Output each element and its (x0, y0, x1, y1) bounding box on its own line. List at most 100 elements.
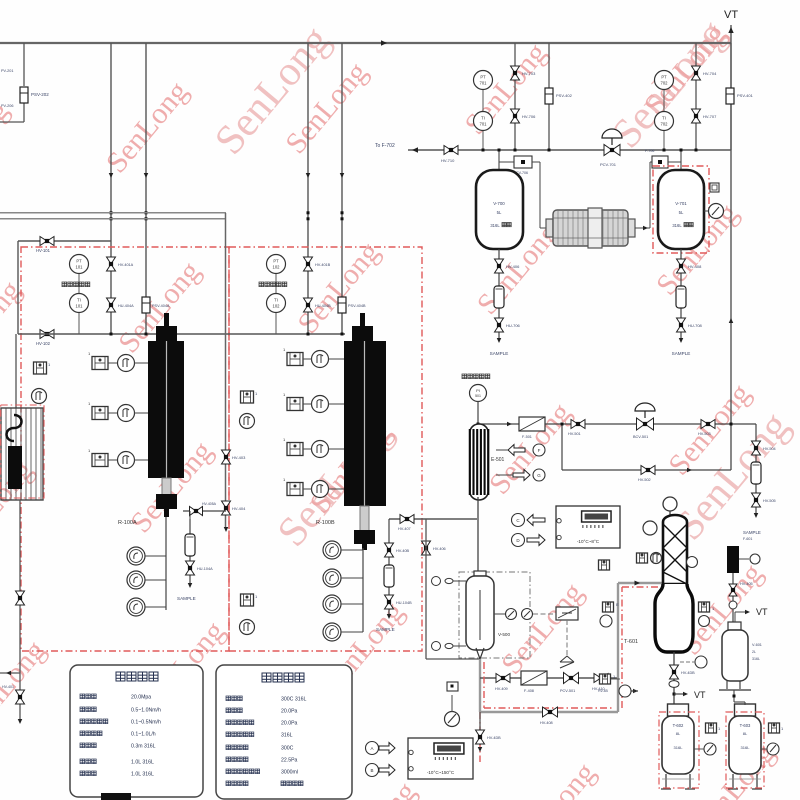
svg-text:F: F (538, 448, 541, 453)
svg-text:E: E (616, 602, 619, 607)
svg-text:3000ml: 3000ml (281, 770, 298, 776)
svg-text:HV-401B: HV-401B (315, 263, 331, 267)
svg-text:PT: PT (76, 259, 82, 264)
svg-text:To F-702: To F-702 (375, 143, 395, 149)
svg-text:102: 102 (273, 304, 281, 309)
svg-text:1: 1 (718, 726, 721, 731)
svg-text:1: 1 (255, 391, 258, 396)
svg-text:316L: 316L (490, 223, 500, 228)
svg-text:5L: 5L (497, 210, 502, 215)
svg-text:R-100B: R-100B (316, 520, 335, 526)
svg-text:V-701: V-701 (675, 201, 687, 206)
svg-text:PSV-202: PSV-202 (31, 92, 49, 97)
svg-text:1: 1 (283, 477, 286, 482)
svg-text:TI: TI (274, 298, 278, 303)
svg-text:1: 1 (283, 347, 286, 352)
svg-text:HV-4DB: HV-4DB (487, 736, 501, 740)
svg-text:F-601: F-601 (743, 537, 752, 541)
svg-text:V-700: V-700 (493, 201, 505, 206)
svg-text:8L: 8L (676, 731, 681, 736)
svg-text:701: 701 (480, 122, 488, 127)
svg-text:1: 1 (88, 448, 91, 453)
svg-text:HV-4B: HV-4B (598, 689, 609, 693)
svg-text:PSV-401: PSV-401 (737, 93, 754, 98)
svg-text:SAMPLE: SAMPLE (177, 596, 196, 601)
svg-text:HV-406: HV-406 (433, 547, 446, 551)
svg-text:PSV-404A: PSV-404A (152, 304, 170, 308)
svg-text:TI: TI (662, 116, 666, 121)
svg-text:HV-406: HV-406 (506, 264, 520, 269)
svg-text:F-706: F-706 (645, 149, 654, 153)
svg-text:101: 101 (76, 265, 84, 270)
svg-text:PT: PT (273, 259, 279, 264)
svg-text:T-601: T-601 (624, 639, 638, 645)
svg-text:316L: 316L (741, 745, 751, 750)
svg-text:HV-405: HV-405 (740, 582, 753, 586)
svg-text:HV-704: HV-704 (703, 71, 717, 76)
svg-text:HU-706: HU-706 (506, 323, 521, 328)
svg-text:HV-40B: HV-40B (396, 549, 410, 553)
svg-text:HV-505: HV-505 (763, 499, 776, 503)
svg-text:HV-710: HV-710 (441, 158, 455, 163)
svg-text:VT: VT (694, 690, 706, 700)
svg-text:G: G (537, 473, 541, 478)
svg-text:HU-104A: HU-104A (197, 567, 213, 571)
svg-text:316L: 316L (672, 223, 682, 228)
svg-text:SAMPLE: SAMPLE (672, 351, 691, 356)
svg-text:HV-706: HV-706 (522, 114, 536, 119)
svg-text:E-501: E-501 (491, 457, 505, 463)
svg-text:T-602: T-602 (673, 723, 684, 728)
svg-text:HV-405A: HV-405A (202, 502, 217, 506)
svg-text:1: 1 (283, 392, 286, 397)
svg-text:-10°C~8°C: -10°C~8°C (577, 539, 600, 544)
svg-text:20.0Mpa: 20.0Mpa (131, 695, 151, 701)
svg-text:1: 1 (88, 401, 91, 406)
svg-text:HV-410: HV-410 (592, 687, 605, 691)
svg-text:HV-403: HV-403 (232, 455, 246, 460)
svg-text:PV-201: PV-201 (1, 69, 13, 73)
svg-text:A: A (370, 746, 373, 751)
svg-text:SAMPLE: SAMPLE (743, 530, 761, 535)
svg-text:HV-408: HV-408 (688, 264, 702, 269)
svg-text:0.1~0.5Nm/h: 0.1~0.5Nm/h (131, 720, 161, 726)
svg-text:HV-408: HV-408 (540, 721, 553, 725)
svg-text:501: 501 (475, 394, 481, 398)
svg-text:PSV-402: PSV-402 (556, 93, 573, 98)
svg-text:HV-404: HV-404 (232, 506, 246, 511)
svg-text:102: 102 (273, 265, 281, 270)
svg-text:1: 1 (255, 594, 258, 599)
svg-text:VT: VT (756, 607, 768, 617)
svg-text:HV-504: HV-504 (763, 447, 776, 451)
svg-text:TI: TI (481, 116, 485, 121)
svg-text:1.0L 316L: 1.0L 316L (131, 772, 154, 778)
svg-text:SAMPLE: SAMPLE (376, 627, 395, 632)
svg-text:0.3m 316L: 0.3m 316L (131, 744, 156, 750)
svg-text:HV-401: HV-401 (2, 685, 14, 689)
svg-text:T-603: T-603 (740, 723, 751, 728)
svg-text:HV-409: HV-409 (495, 687, 508, 691)
svg-text:HV-102: HV-102 (36, 341, 51, 346)
svg-text:1: 1 (48, 362, 51, 367)
svg-text:300C: 300C (281, 746, 294, 752)
svg-text:V-601: V-601 (752, 643, 762, 647)
svg-text:HV-501: HV-501 (568, 432, 581, 436)
svg-text:1: 1 (781, 726, 784, 731)
svg-text:CV-706: CV-706 (516, 171, 528, 175)
svg-text:5L: 5L (679, 210, 684, 215)
svg-text:F-408: F-408 (524, 689, 534, 693)
svg-text:1: 1 (283, 437, 286, 442)
svg-text:PT: PT (480, 75, 486, 80)
svg-text:1.0L 316L: 1.0L 316L (131, 760, 154, 766)
svg-text:1: 1 (88, 351, 91, 356)
svg-text:PI: PI (476, 388, 480, 393)
svg-text:0.5~1.0Nm/h: 0.5~1.0Nm/h (131, 708, 161, 714)
svg-text:B: B (370, 768, 373, 773)
svg-text:HU-104B: HU-104B (396, 601, 412, 605)
svg-text:HU-404A: HU-404A (118, 304, 134, 308)
svg-text:VT: VT (724, 9, 738, 21)
svg-text:HU-404B: HU-404B (315, 304, 331, 308)
svg-text:8L: 8L (743, 731, 748, 736)
svg-text:20.0Pa: 20.0Pa (281, 721, 298, 727)
svg-text:V-500: V-500 (498, 632, 510, 637)
svg-text:0.1~1.0L/h: 0.1~1.0L/h (131, 732, 156, 738)
